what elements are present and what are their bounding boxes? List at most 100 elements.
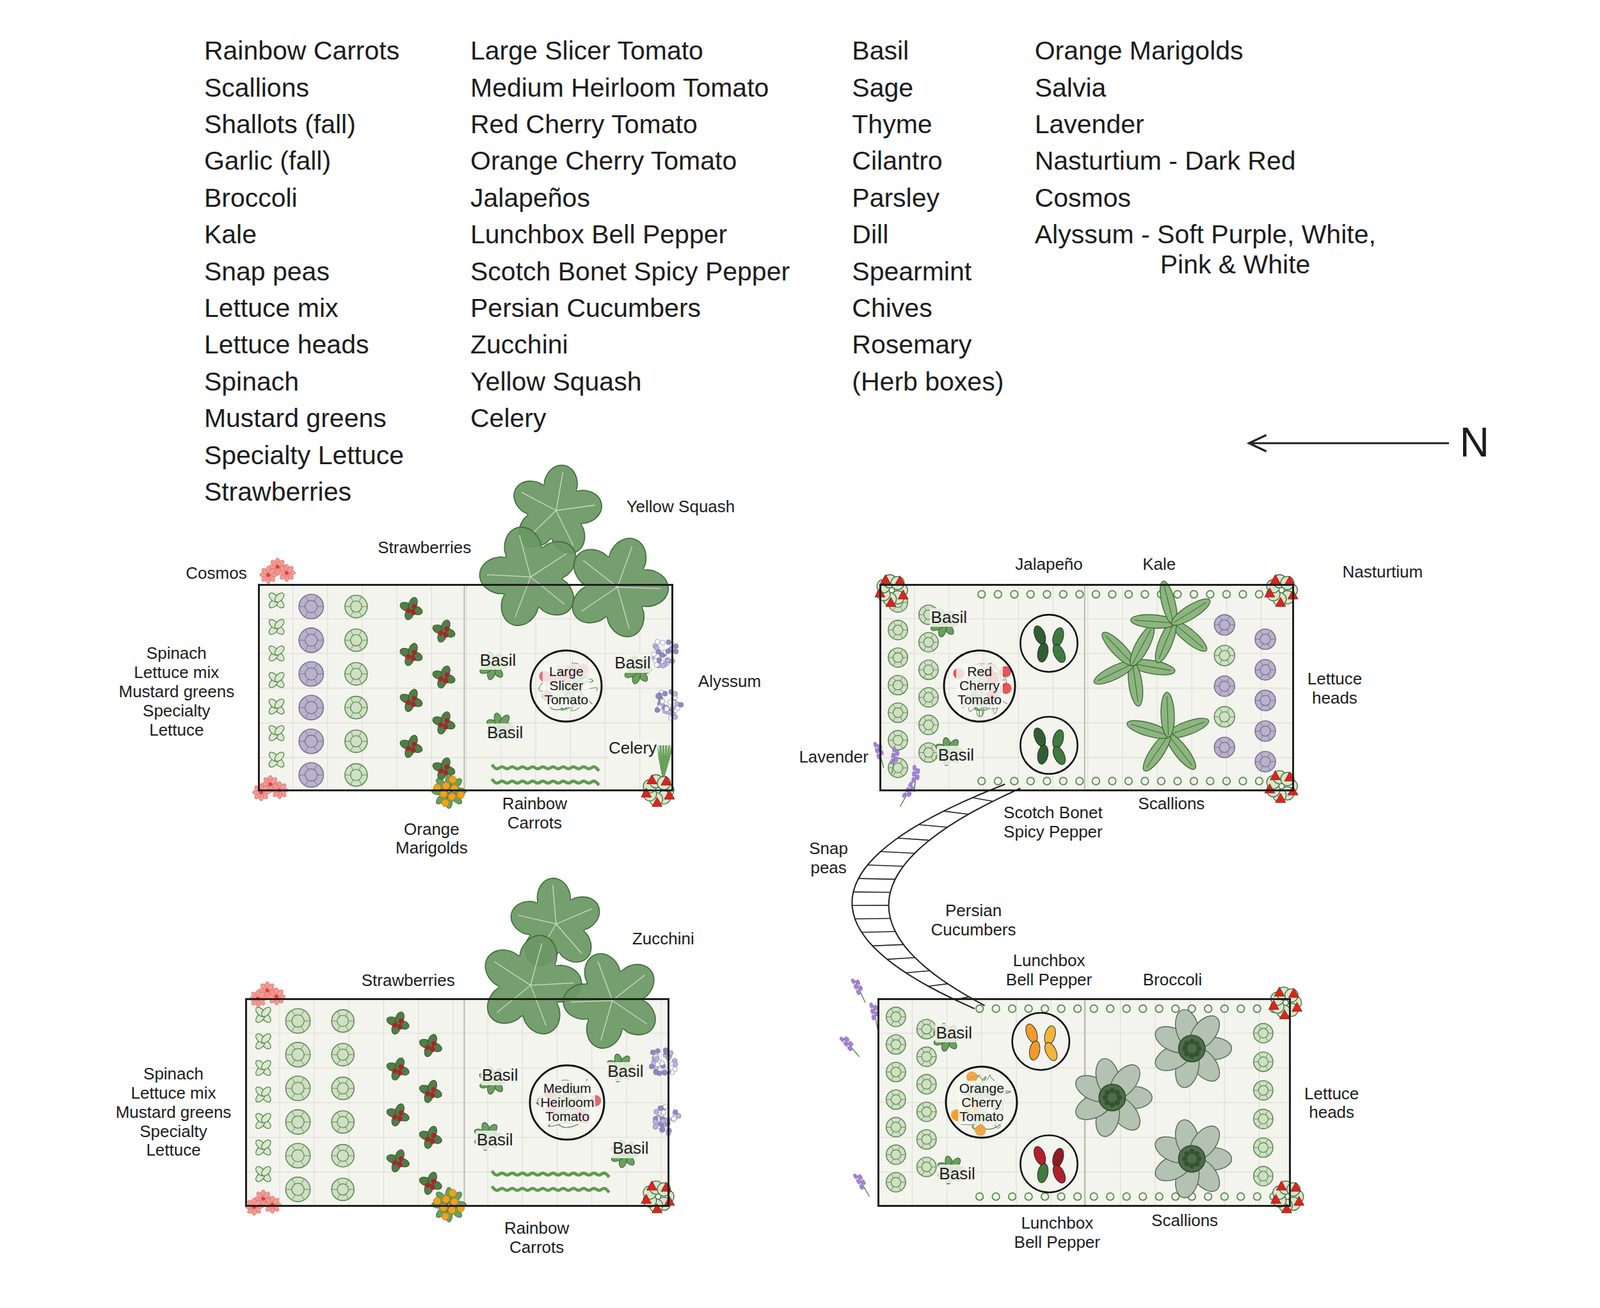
lettuce-vein	[291, 1194, 295, 1199]
lettuce-vein	[900, 1043, 905, 1045]
kale-rib	[1173, 622, 1204, 648]
tomato-vine	[538, 661, 598, 711]
plant-label: Snap peas	[807, 839, 850, 878]
lettuce-plant	[919, 687, 939, 707]
lettuce-heart	[291, 1081, 304, 1094]
lettuce-vein	[350, 698, 354, 703]
plant-label: Basil	[478, 650, 518, 671]
floret	[1104, 1089, 1110, 1095]
lettuce-vein	[300, 1059, 304, 1065]
lettuce-vein	[893, 689, 896, 694]
plant-list-item: Medium Heirloom Tomato	[470, 72, 769, 104]
lettuce-plant	[344, 595, 368, 618]
lettuce-vein	[928, 1060, 931, 1065]
lettuce-heart	[305, 633, 318, 646]
berry	[438, 676, 444, 682]
plant-list-item: Mustard greens	[204, 403, 387, 434]
lettuce-vein	[891, 1020, 894, 1025]
berry	[443, 632, 449, 638]
spinach-plant	[267, 696, 287, 716]
plant-label: Lettuce heads	[1302, 1084, 1361, 1123]
nasturtium-flower	[1288, 988, 1299, 998]
berry	[392, 1159, 398, 1165]
marigold-flower	[448, 1205, 456, 1213]
lettuce-vein	[924, 661, 927, 666]
lettuce-vein	[886, 1126, 891, 1128]
lettuce-vein	[922, 1075, 925, 1080]
lettuce-heart	[921, 1024, 932, 1034]
bed-grid	[431, 583, 432, 792]
lettuce-vein	[332, 1155, 338, 1156]
alyssum-flower	[666, 639, 672, 645]
lettuce-vein	[900, 1126, 905, 1128]
leaf	[259, 1058, 273, 1072]
squash-leaf	[551, 938, 672, 1057]
lettuce-vein	[903, 684, 908, 686]
lavender-bud	[860, 1178, 867, 1186]
nasturtium-flower	[641, 1193, 652, 1203]
alyssum-flower	[652, 1123, 658, 1129]
floret	[1194, 1160, 1200, 1167]
lettuce-vein	[1260, 704, 1263, 709]
lettuce-heart	[1258, 1170, 1268, 1181]
lettuce-vein	[931, 673, 934, 678]
lavender-bud	[842, 1040, 850, 1048]
lettuce-vein	[922, 1032, 925, 1037]
lettuce-vein	[345, 1112, 349, 1117]
plant-list-item: Alyssum - Soft Purple, White, Pink & Whi…	[1034, 219, 1407, 280]
lettuce-vein	[933, 669, 938, 671]
pepper-cage	[1020, 614, 1078, 672]
plant-list-item: Cilantro	[851, 145, 943, 176]
lettuce-vein	[1267, 630, 1271, 635]
plant-label: Basil	[937, 1164, 976, 1184]
pepper-plant	[1020, 614, 1078, 672]
lettuce-head	[1253, 1080, 1273, 1100]
lettuce-plant	[331, 1110, 354, 1133]
lettuce-head	[344, 729, 368, 752]
lettuce-vein	[1267, 643, 1271, 648]
trellis-rung	[886, 957, 915, 960]
lettuce-head	[298, 627, 324, 653]
lettuce-vein	[305, 663, 308, 669]
strawberry-plant	[385, 1102, 411, 1128]
lettuce-vein	[900, 1098, 905, 1100]
lettuce-plant	[917, 1018, 937, 1039]
lettuce-vein	[350, 779, 354, 784]
pepper-fruit	[1036, 1162, 1050, 1184]
trellis-rung	[861, 931, 896, 932]
lettuce-head	[888, 675, 908, 695]
marigold-flower	[442, 782, 450, 790]
lettuce-vein	[891, 1008, 894, 1013]
plant-list-item: Red Cherry Tomato	[470, 109, 698, 140]
lettuce-vein	[919, 669, 925, 671]
floret	[1102, 1094, 1108, 1100]
lettuce-vein	[350, 712, 354, 717]
lettuce-vein	[345, 673, 351, 674]
carrot-row	[491, 764, 599, 771]
strawberry-plant	[385, 1056, 411, 1081]
lettuce-plant	[886, 1171, 906, 1192]
kale-rib	[1134, 620, 1174, 623]
scallion	[1139, 1004, 1147, 1012]
plant-label: Basil	[485, 723, 525, 743]
lettuce-vein	[1265, 1024, 1268, 1029]
leaf-vein	[597, 961, 612, 1001]
lettuce-vein	[348, 1188, 354, 1190]
nasturtium-flower	[1264, 587, 1275, 597]
scallion	[1092, 776, 1100, 784]
broccoli-plant	[1151, 1116, 1232, 1200]
lettuce-vein	[924, 618, 927, 623]
lettuce-vein	[903, 601, 908, 603]
plant-list-item: (Herb boxes)	[851, 366, 1004, 397]
floret	[1196, 1155, 1202, 1161]
lettuce-vein	[1267, 661, 1271, 665]
lettuce-vein	[361, 639, 367, 640]
plant-label: Strawberries	[375, 538, 473, 558]
lettuce-heart	[892, 707, 903, 718]
lettuce-plant	[1255, 659, 1276, 680]
lettuce-vein	[332, 1054, 338, 1055]
lettuce-vein	[900, 1016, 905, 1017]
lettuce-vein	[314, 629, 317, 635]
plant-list-item: Broccoli	[204, 183, 298, 214]
tomato-cage: Red Cherry Tomato	[942, 648, 1017, 723]
